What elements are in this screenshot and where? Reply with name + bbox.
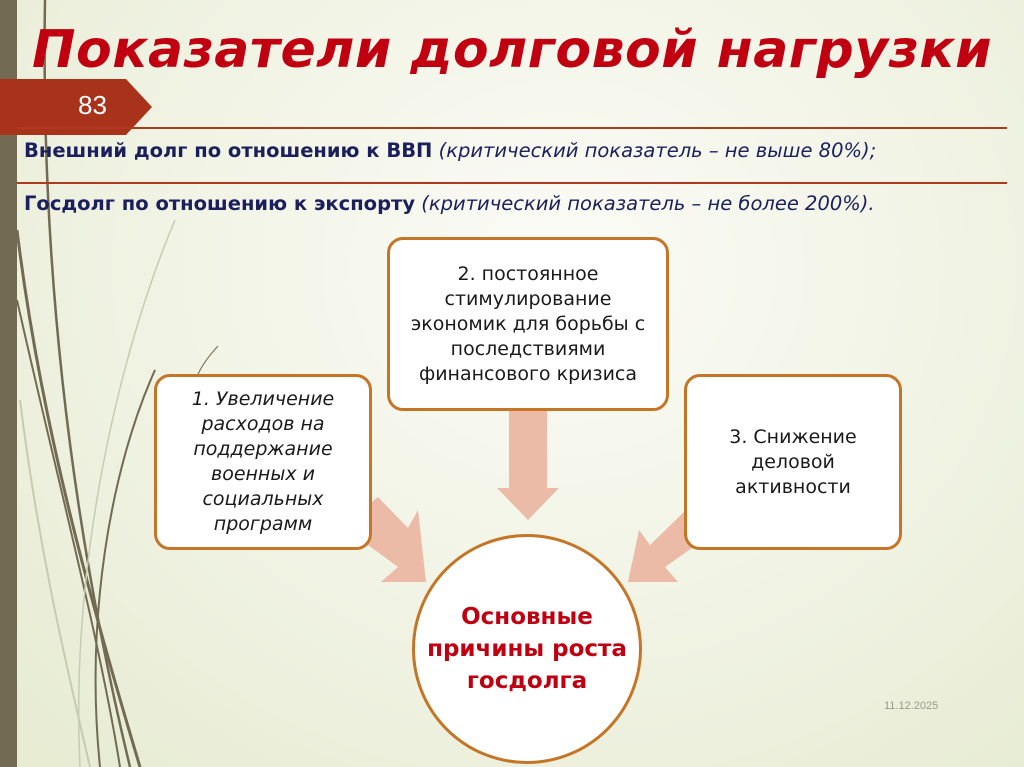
indicator-debt-to-exports: Госдолг по отношению к экспорту (критиче…: [24, 192, 875, 215]
cause-label: 3. Снижение деловой активности: [729, 425, 857, 498]
center-line-3: госдолга: [466, 668, 588, 694]
indicator-name: Госдолг по отношению к экспорту: [24, 192, 416, 215]
indicator-external-debt-gdp: Внешний долг по отношению к ВВП (критиче…: [24, 139, 876, 162]
arrow-down-icon: [497, 410, 559, 520]
page-number-badge: [0, 79, 152, 135]
cause-box-3: 3. Снижение деловой активности: [684, 374, 902, 550]
cause-label: 2. постоянное стимулирование экономик дл…: [410, 262, 646, 385]
page-number: 83: [78, 90, 107, 120]
slide-date: 11.12.2025: [884, 700, 939, 712]
left-accent-bar: [0, 0, 17, 767]
divider-line: [17, 127, 1007, 129]
cause-box-1: 1. Увеличение расходов на поддержание во…: [154, 374, 372, 550]
divider-line: [17, 182, 1007, 184]
center-line-2: причины роста: [427, 636, 627, 662]
indicator-name: Внешний долг по отношению к ВВП: [24, 139, 433, 162]
cause-box-2: 2. постоянное стимулирование экономик дл…: [387, 237, 669, 411]
slide-title: Показатели долговой нагрузки: [31, 20, 993, 80]
cause-label: 1. Увеличение расходов на поддержание во…: [191, 388, 335, 535]
center-circle: Основные причины роста госдолга: [412, 534, 642, 764]
center-line-1: Основные: [461, 604, 593, 630]
indicator-threshold: (критический показатель – не более 200%)…: [415, 192, 875, 215]
indicator-threshold: (критический показатель – не выше 80%);: [432, 139, 877, 162]
